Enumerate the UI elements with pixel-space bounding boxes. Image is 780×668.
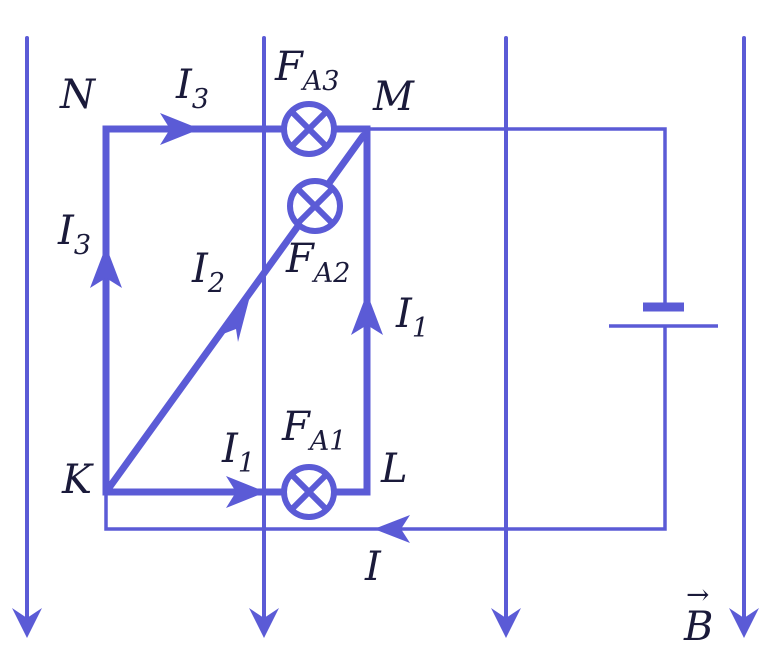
label-node-m: M — [372, 74, 415, 120]
arrow-i1-bottom — [226, 476, 266, 508]
segment-m-l-k — [102, 125, 371, 496]
current-arrow-i — [374, 515, 410, 543]
segment-k-n-m — [102, 125, 371, 496]
arrow-i1-right — [351, 293, 383, 335]
label-i3-top: I3 — [175, 62, 209, 115]
arrow-down-icon — [12, 608, 42, 638]
arrow-down-icon — [249, 608, 279, 638]
label-node-k: K — [61, 457, 94, 503]
circle-cross-icon — [287, 178, 343, 234]
label-node-n: N — [59, 72, 97, 118]
arrow-i3-left — [90, 246, 122, 288]
label-i1-right: I1 — [395, 291, 429, 344]
arrow-i3-top — [160, 113, 200, 145]
arrow-down-icon — [491, 608, 521, 638]
arrow-i2-diagonal — [223, 296, 250, 342]
circle-cross-icon — [281, 101, 337, 157]
outer-wire-top-right — [367, 127, 667, 306]
label-fa3: FA3 — [274, 44, 339, 97]
label-field-arrow: → — [686, 578, 709, 611]
frame-current-arrows — [90, 113, 383, 508]
force-symbols — [281, 101, 343, 520]
label-i3-left: I3 — [57, 208, 91, 261]
label-node-l: L — [380, 446, 408, 492]
labels: N M K L I I3 I3 I2 I1 I1 FA3 FA2 FA1 → B — [57, 44, 713, 650]
label-current-total: I — [364, 544, 382, 590]
outer-wire-bottom-right — [104, 326, 667, 531]
arrow-down-icon — [729, 608, 759, 638]
battery-icon — [609, 302, 718, 328]
label-i2-diagonal: I2 — [191, 246, 225, 299]
label-fa1: FA1 — [281, 404, 346, 457]
label-fa2: FA2 — [285, 236, 350, 289]
label-field-b: B — [683, 604, 713, 650]
label-i1-bottom: I1 — [221, 426, 255, 479]
circle-cross-icon — [281, 464, 337, 520]
field-arrowheads — [12, 608, 759, 638]
